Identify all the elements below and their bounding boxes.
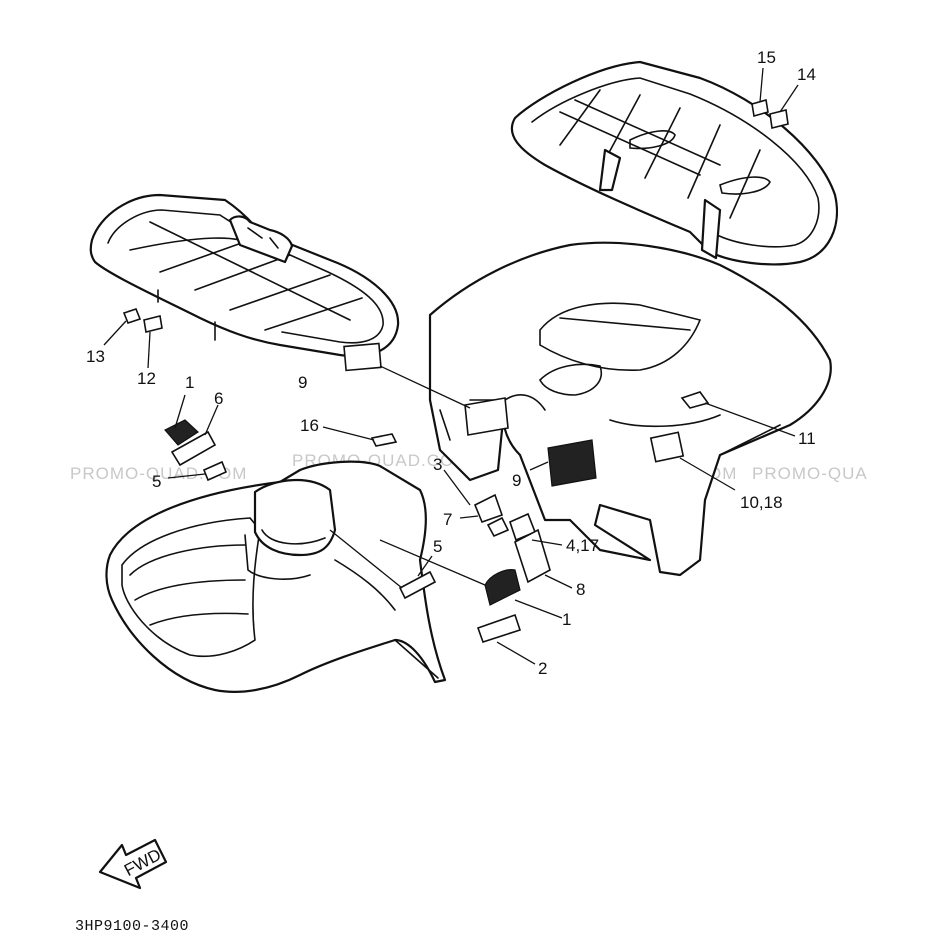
callouts: 13 12 15 14 9 11 10,18 9 1 6 5 16 3 7 4,…	[86, 48, 816, 678]
decal-6	[170, 430, 217, 467]
callout-4-17: 4,17	[566, 536, 599, 555]
callout-14: 14	[797, 65, 816, 84]
decal-11	[680, 391, 710, 409]
front-carrier-rack	[89, 193, 400, 358]
fwd-arrow-icon: FWD	[98, 838, 168, 890]
decal-2	[476, 613, 522, 644]
decal-9-fender	[464, 397, 509, 436]
callout-8: 8	[576, 580, 585, 599]
drawing-code: 3HP9100-3400	[75, 918, 189, 935]
callout-11: 11	[798, 429, 816, 448]
front-fender	[105, 460, 447, 693]
watermark-edge: PROMO-QUA	[752, 464, 868, 483]
decal-16	[370, 433, 398, 447]
decal-13	[122, 308, 142, 324]
callout-9-left: 9	[298, 373, 307, 392]
decals	[122, 98, 789, 644]
decal-10-18	[649, 431, 685, 463]
decal-1-left	[164, 419, 199, 446]
decal-9-emblem	[547, 439, 597, 487]
decal-15	[751, 98, 769, 118]
callout-5-left: 5	[152, 472, 161, 491]
decal-1-emblem	[484, 569, 521, 606]
callout-7: 7	[443, 510, 452, 529]
decal-7	[473, 493, 504, 524]
decal-9-left	[343, 342, 382, 372]
decal-7b	[486, 516, 510, 538]
callout-16: 16	[300, 416, 319, 435]
callout-13: 13	[86, 347, 105, 366]
watermark-left: PROMO-QUAD.COM	[70, 464, 247, 483]
decal-5-mid	[398, 570, 437, 600]
callout-12: 12	[137, 369, 156, 388]
callout-1-right: 1	[562, 610, 571, 629]
decal-8	[514, 528, 551, 584]
callout-10-18: 10,18	[740, 493, 783, 512]
callout-6: 6	[214, 389, 223, 408]
rear-fender	[428, 241, 832, 577]
callout-9-mid: 9	[512, 471, 521, 490]
decal-12	[143, 315, 163, 333]
rear-carrier-rack	[510, 60, 839, 266]
decal-5-left	[202, 460, 228, 482]
leader-lines	[103, 67, 799, 665]
callout-5-mid: 5	[433, 537, 442, 556]
callout-1-left: 1	[185, 373, 194, 392]
callout-2: 2	[538, 659, 547, 678]
callout-15: 15	[757, 48, 776, 67]
callout-3: 3	[433, 455, 442, 474]
decal-14	[769, 109, 789, 129]
